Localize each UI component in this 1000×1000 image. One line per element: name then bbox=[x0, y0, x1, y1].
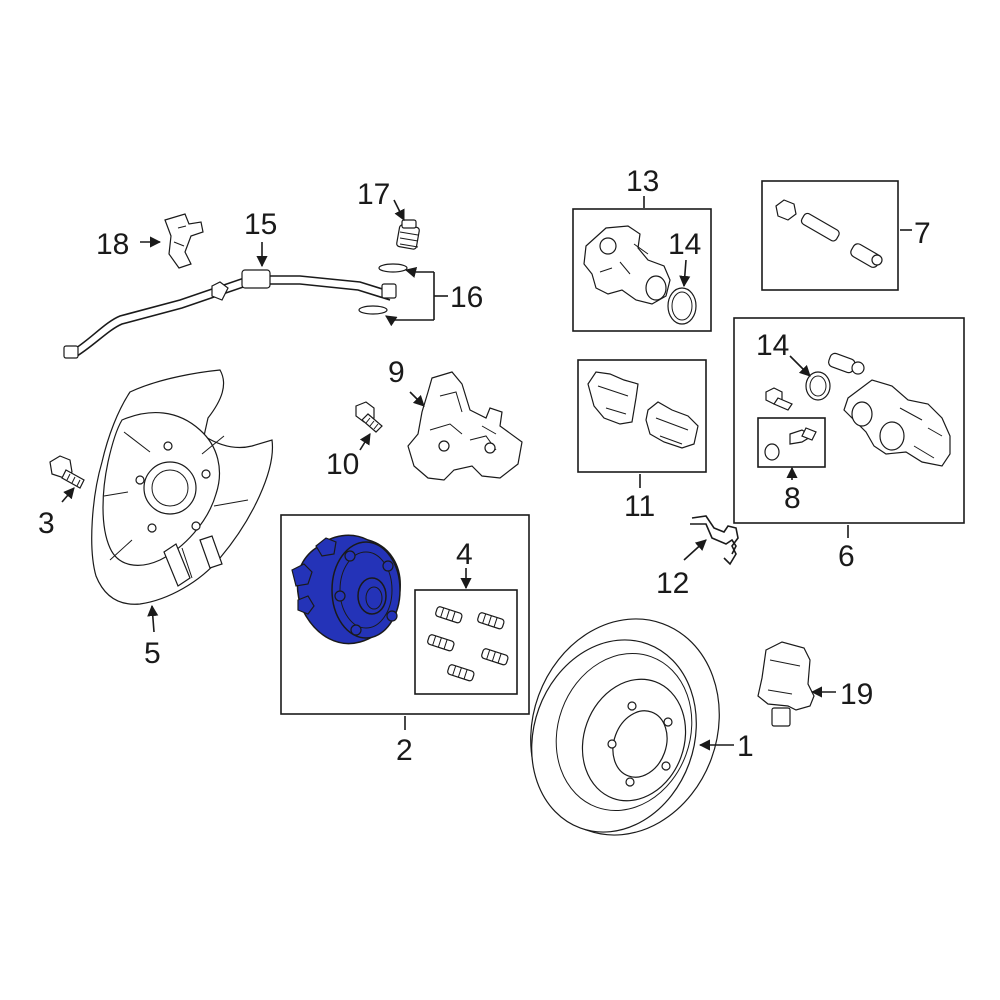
callout-8: 8 bbox=[784, 482, 801, 515]
callout-11: 11 bbox=[624, 490, 655, 523]
hose-bracket[interactable] bbox=[164, 213, 204, 269]
callout-15: 15 bbox=[244, 208, 277, 241]
callout-13: 13 bbox=[626, 165, 659, 198]
callout-3: 3 bbox=[38, 507, 55, 540]
abs-sensor[interactable] bbox=[757, 641, 815, 727]
guide-pin-kit-box bbox=[761, 180, 899, 291]
hub-assembly[interactable] bbox=[291, 534, 401, 645]
callout-17: 17 bbox=[357, 178, 390, 211]
bleeder-screw[interactable] bbox=[764, 427, 817, 461]
callout-6: 6 bbox=[838, 540, 855, 573]
callout-16: 16 bbox=[450, 281, 483, 314]
caliper-assembly-box bbox=[733, 317, 965, 524]
caliper-body[interactable] bbox=[843, 379, 951, 467]
callout-labels: 1 2 3 4 5 6 7 8 9 10 11 12 13 14 14 15 1… bbox=[38, 165, 931, 767]
caliper-kit-box bbox=[572, 208, 712, 332]
banjo-bolt[interactable] bbox=[396, 219, 420, 250]
callout-19: 19 bbox=[840, 678, 873, 711]
callout-7: 7 bbox=[914, 217, 931, 250]
dust-shield[interactable] bbox=[91, 369, 274, 605]
caliper-bracket[interactable] bbox=[407, 371, 523, 481]
callout-4: 4 bbox=[456, 538, 473, 571]
wheel-studs[interactable] bbox=[427, 606, 509, 682]
callout-14-lower: 14 bbox=[756, 329, 789, 362]
caliper-small-bolt[interactable] bbox=[765, 387, 793, 411]
caliper-seal-ring-2[interactable] bbox=[805, 371, 831, 401]
brake-pads[interactable] bbox=[587, 371, 699, 449]
brake-pad-box bbox=[577, 359, 707, 473]
callout-9: 9 bbox=[388, 356, 405, 389]
callout-5: 5 bbox=[144, 637, 161, 670]
bracket-bolt[interactable] bbox=[355, 401, 383, 433]
leader-lines bbox=[61, 196, 912, 751]
brake-rotor[interactable] bbox=[501, 592, 749, 862]
callout-18: 18 bbox=[96, 228, 129, 261]
anti-rattle-clip[interactable] bbox=[690, 515, 739, 566]
callout-1: 1 bbox=[737, 730, 754, 763]
caliper-seal-ring[interactable] bbox=[667, 287, 697, 325]
callout-10: 10 bbox=[326, 448, 359, 481]
brake-caliper[interactable] bbox=[583, 225, 671, 305]
hub-center bbox=[357, 577, 387, 615]
shield-bolt[interactable] bbox=[49, 455, 85, 489]
callout-2: 2 bbox=[396, 734, 413, 767]
hub-assembly-box bbox=[280, 514, 530, 715]
callout-14-upper: 14 bbox=[668, 228, 701, 261]
brake-hose[interactable] bbox=[63, 269, 397, 359]
callout-12: 12 bbox=[656, 567, 689, 600]
caliper-pin-bolt[interactable] bbox=[827, 352, 865, 375]
guide-pins[interactable] bbox=[775, 199, 883, 269]
wheel-stud-box bbox=[414, 589, 518, 695]
